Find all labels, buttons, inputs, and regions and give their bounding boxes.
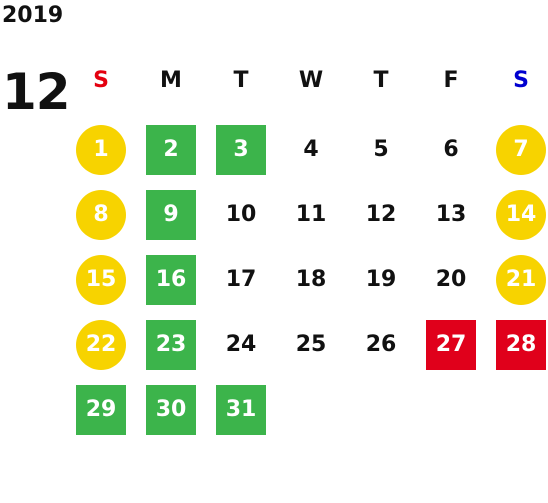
- day-16[interactable]: 16: [146, 255, 196, 305]
- day-17[interactable]: 17: [225, 267, 257, 292]
- weekday-wed: W: [298, 68, 324, 93]
- day-1[interactable]: 1: [76, 125, 126, 175]
- day-22[interactable]: 22: [76, 320, 126, 370]
- day-18[interactable]: 18: [295, 267, 327, 292]
- weekday-fri: F: [443, 68, 459, 93]
- day-7[interactable]: 7: [496, 125, 546, 175]
- day-20[interactable]: 20: [435, 267, 467, 292]
- day-31[interactable]: 31: [216, 385, 266, 435]
- day-30[interactable]: 30: [146, 385, 196, 435]
- weekday-sat: S: [513, 68, 529, 93]
- weekday-mon: M: [160, 68, 182, 93]
- day-23[interactable]: 23: [146, 320, 196, 370]
- day-4[interactable]: 4: [303, 137, 319, 162]
- day-26[interactable]: 26: [365, 332, 397, 357]
- day-13[interactable]: 13: [435, 202, 467, 227]
- weekday-tue: T: [233, 68, 249, 93]
- day-11[interactable]: 11: [295, 202, 327, 227]
- weekday-thu: T: [373, 68, 389, 93]
- day-27[interactable]: 27: [426, 320, 476, 370]
- day-25[interactable]: 25: [295, 332, 327, 357]
- day-5[interactable]: 5: [373, 137, 389, 162]
- day-15[interactable]: 15: [76, 255, 126, 305]
- day-6[interactable]: 6: [443, 137, 459, 162]
- day-24[interactable]: 24: [225, 332, 257, 357]
- day-21[interactable]: 21: [496, 255, 546, 305]
- day-12[interactable]: 12: [365, 202, 397, 227]
- day-9[interactable]: 9: [146, 190, 196, 240]
- day-2[interactable]: 2: [146, 125, 196, 175]
- day-3[interactable]: 3: [216, 125, 266, 175]
- day-8[interactable]: 8: [76, 190, 126, 240]
- month-number: 12: [2, 63, 71, 121]
- day-10[interactable]: 10: [225, 202, 257, 227]
- weekday-sun: S: [93, 68, 109, 93]
- year-label: 2019: [2, 3, 64, 28]
- day-29[interactable]: 29: [76, 385, 126, 435]
- day-19[interactable]: 19: [365, 267, 397, 292]
- day-14[interactable]: 14: [496, 190, 546, 240]
- day-28[interactable]: 28: [496, 320, 546, 370]
